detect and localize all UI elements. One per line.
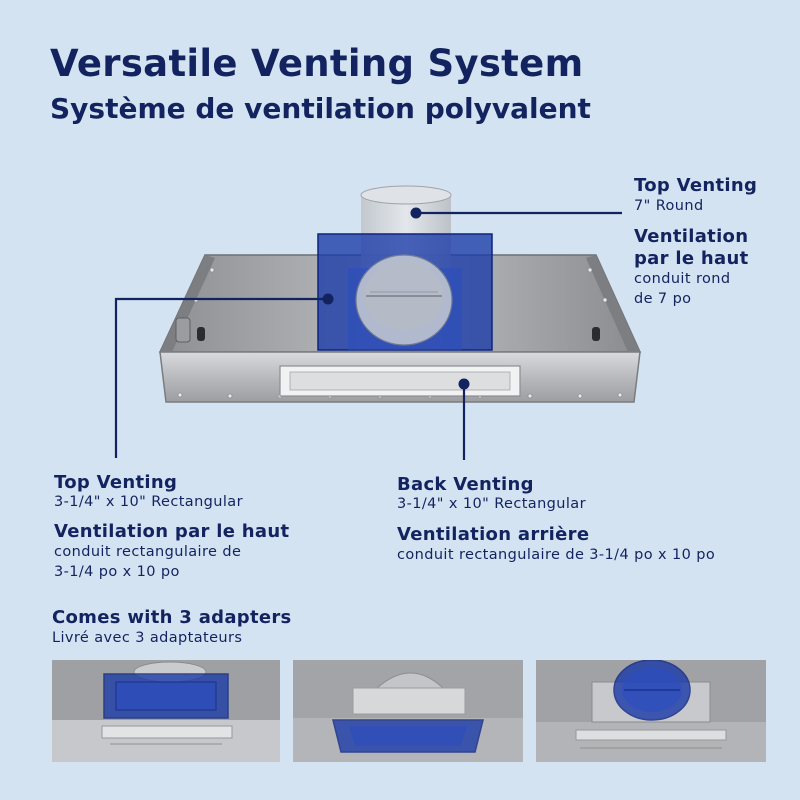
round-collar bbox=[355, 254, 453, 346]
top-rect-detail-fr-2: 3-1/4 po x 10 po bbox=[54, 564, 180, 580]
top-rect-heading-en: Top Venting bbox=[54, 472, 178, 493]
back-heading-fr: Ventilation arrière bbox=[397, 524, 590, 545]
page-title: Versatile Venting System bbox=[50, 42, 584, 85]
top-round-heading-en: Top Venting bbox=[634, 175, 758, 196]
back-heading-en: Back Venting bbox=[397, 474, 534, 495]
page-subtitle: Système de ventilation polyvalent bbox=[50, 92, 591, 125]
callout-dot-top-round bbox=[410, 207, 422, 219]
adapters-heading-fr: Livré avec 3 adaptateurs bbox=[52, 630, 243, 646]
top-round-heading-fr-1: Ventilation bbox=[634, 226, 749, 247]
adapter-thumb-top-rect bbox=[52, 660, 280, 762]
callout-lines bbox=[114, 211, 622, 460]
callout-dot-back bbox=[458, 378, 470, 390]
top-rect-detail-en: 3-1/4" x 10" Rectangular bbox=[54, 494, 243, 510]
adapter-thumb-top-round bbox=[536, 660, 766, 762]
back-vent-opening bbox=[279, 365, 521, 397]
callout-dot-top-rect bbox=[322, 293, 334, 305]
top-round-detail-fr-2: de 7 po bbox=[634, 291, 692, 307]
top-rect-heading-fr: Ventilation par le haut bbox=[54, 521, 290, 542]
top-round-detail-en: 7" Round bbox=[634, 198, 704, 214]
range-hood-diagram bbox=[114, 185, 642, 460]
back-detail-en: 3-1/4" x 10" Rectangular bbox=[397, 496, 586, 512]
adapter-thumb-back-rect bbox=[293, 660, 523, 762]
adapters-heading-en: Comes with 3 adapters bbox=[52, 607, 292, 628]
top-round-detail-fr-1: conduit rond bbox=[634, 271, 731, 287]
top-rect-detail-fr-1: conduit rectangulaire de bbox=[54, 544, 242, 560]
top-round-heading-fr-2: par le haut bbox=[634, 248, 749, 269]
back-detail-fr: conduit rectangulaire de 3-1/4 po x 10 p… bbox=[397, 547, 716, 563]
